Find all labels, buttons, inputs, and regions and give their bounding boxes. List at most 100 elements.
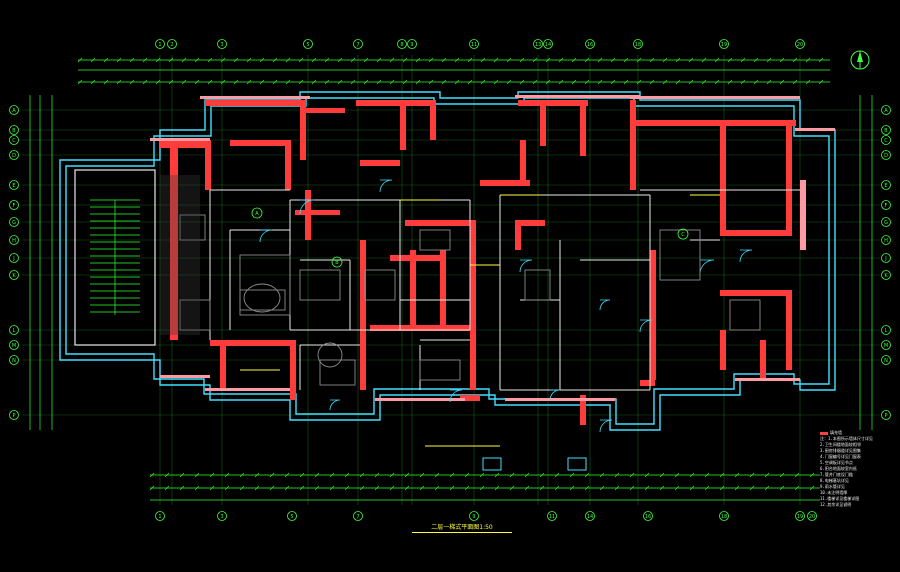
axis-bubble-ring — [9, 235, 19, 245]
dimension-tick — [404, 485, 410, 491]
dimension-tick — [480, 79, 486, 85]
dimension-tick — [246, 57, 252, 63]
axis-bubble-ring — [585, 511, 595, 521]
dimension-tick — [727, 79, 733, 85]
note-line: 12.其余详见说明 — [820, 502, 852, 507]
axis-bubble-ring — [807, 511, 817, 521]
dimension-tick — [539, 472, 545, 478]
dimension-tick — [584, 472, 590, 478]
axis-bubble-ring — [9, 200, 19, 210]
room-marker-ring — [331, 256, 343, 268]
room-marker-label: A — [255, 211, 259, 217]
axis-bubble-label: C — [12, 138, 16, 144]
dimension-tick — [734, 485, 740, 491]
dimension-tick — [179, 472, 185, 478]
wall-segment — [205, 140, 211, 190]
dimension-tick — [649, 79, 655, 85]
dimension-tick — [662, 79, 668, 85]
dimension-tick — [623, 79, 629, 85]
dimension-tick — [428, 57, 434, 63]
dimension-tick — [350, 57, 356, 63]
legend-swatch-label: 填充墙 — [830, 430, 842, 435]
dimension-tick — [610, 57, 616, 63]
wall-segment — [160, 375, 210, 378]
dimension-tick — [376, 57, 382, 63]
wall-segment — [580, 395, 586, 425]
dimension-tick — [766, 57, 772, 63]
axis-bubble-ring — [9, 180, 19, 190]
dimension-tick — [506, 57, 512, 63]
axis-bubble-right: J — [881, 253, 891, 263]
dimension-tick — [428, 79, 434, 85]
axis-bubble-bottom: 20 — [807, 511, 817, 521]
dimension-tick — [524, 472, 530, 478]
dimension-tick — [749, 485, 755, 491]
dimension-tick — [704, 485, 710, 491]
dimension-tick — [272, 57, 278, 63]
dimension-tick — [164, 472, 170, 478]
axis-bubble-label: J — [12, 256, 14, 262]
axis-bubble-label: 11 — [471, 42, 477, 48]
dimension-tick — [272, 79, 278, 85]
axis-bubble-label: F — [885, 203, 888, 209]
axis-bubble-label: 14 — [545, 42, 551, 48]
dimension-tick — [792, 57, 798, 63]
dimension-tick — [809, 485, 815, 491]
axis-bubble-top: 7 — [353, 39, 363, 49]
dimension-tick — [404, 472, 410, 478]
dimension-tick — [766, 79, 772, 85]
axis-bubble-ring — [881, 355, 891, 365]
door-swing — [739, 249, 753, 263]
dimension-tick — [77, 57, 83, 63]
dimension-tick — [659, 472, 665, 478]
room-marker: C — [677, 228, 689, 240]
dimension-tick — [149, 472, 155, 478]
axis-bubble-label: 7 — [356, 514, 359, 520]
round-rug — [317, 342, 343, 368]
axis-bubble-label: G — [12, 220, 16, 226]
door-swing — [329, 399, 341, 411]
dimension-tick — [479, 485, 485, 491]
axis-bubble-label: A — [12, 108, 16, 114]
dimension-tick — [809, 472, 815, 478]
axis-bubble-label: M — [12, 343, 16, 349]
axis-bubble-label: C — [884, 138, 888, 144]
furniture-item — [239, 289, 286, 311]
dimension-tick — [415, 79, 421, 85]
wall-segment — [518, 100, 588, 106]
dimension-tick — [734, 472, 740, 478]
axis-bubble-label: 18 — [721, 514, 727, 520]
axis-bubble-bottom: 14 — [585, 511, 595, 521]
axis-bubble-ring — [633, 39, 643, 49]
axis-bubble-ring — [533, 39, 543, 49]
dimension-tick — [194, 472, 200, 478]
wall-segment — [760, 340, 766, 380]
axis-bubble-top: 19 — [719, 39, 729, 49]
axis-bubble-label: 13 — [535, 42, 541, 48]
dimension-tick — [740, 79, 746, 85]
dimension-tick — [479, 472, 485, 478]
wall-segment — [150, 138, 210, 141]
axis-bubble-left: P — [9, 410, 19, 420]
axis-bubble-bottom: 5 — [287, 511, 297, 521]
axis-bubble-label: K — [12, 273, 16, 279]
dimension-tick — [402, 79, 408, 85]
axis-bubble-left: A — [9, 105, 19, 115]
axis-bubble-label: 2 — [170, 42, 173, 48]
axis-bubble-label: 9 — [472, 514, 475, 520]
door-swing — [449, 389, 463, 403]
dimension-tick — [554, 485, 560, 491]
dimension-tick — [532, 79, 538, 85]
dimension-tick — [464, 472, 470, 478]
dimension-tick — [194, 57, 200, 63]
dimension-tick — [259, 57, 265, 63]
axis-bubble-top: 5 — [303, 39, 313, 49]
furniture-item — [524, 269, 551, 301]
dimension-tick — [614, 485, 620, 491]
wall-segment — [720, 230, 790, 236]
dimension-tick — [363, 79, 369, 85]
axis-bubble-bottom: 3 — [217, 511, 227, 521]
axis-bubble-ring — [167, 39, 177, 49]
dimension-tick — [644, 485, 650, 491]
